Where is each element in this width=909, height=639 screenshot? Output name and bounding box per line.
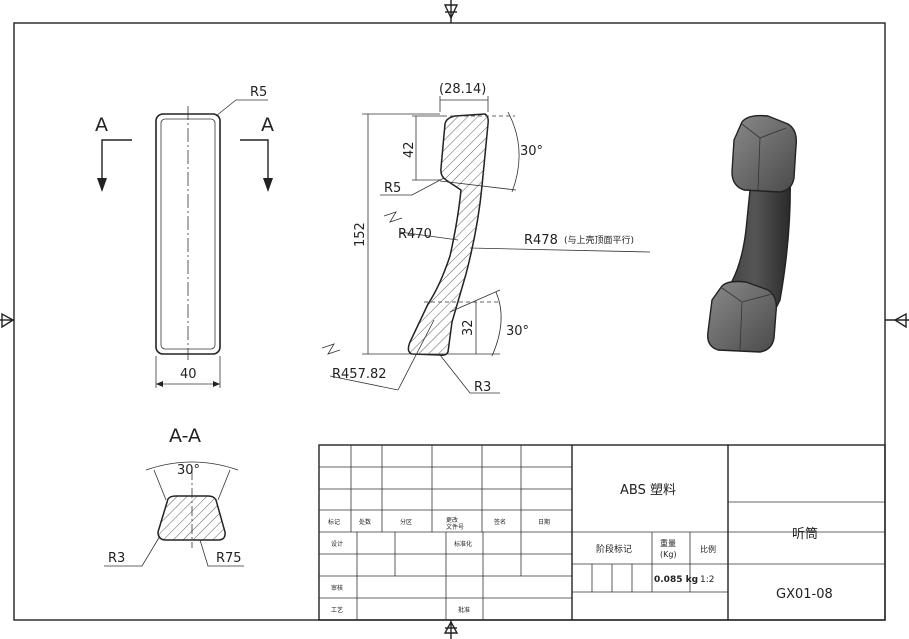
side-bottom-outer-radius-label: R457.82: [332, 367, 387, 382]
revision-header-signature: 签名: [494, 518, 506, 526]
section-view: A-A 30° R3 R75: [104, 425, 244, 567]
side-view: (28.14) 42 30° R5 152 R470 R478 (与上壳顶面平行…: [321, 82, 651, 395]
section-title: A-A: [169, 425, 201, 447]
side-top-height-label: 42: [402, 141, 417, 158]
front-width-label: 40: [180, 367, 197, 382]
side-outer-radius-label: R478: [524, 233, 558, 248]
side-top-radius-label: R5: [384, 181, 401, 196]
standardization-label: 标准化: [454, 540, 472, 548]
weight-label: 重量: [660, 538, 676, 548]
title-block: 标记 处数 分区 更改文件号 签名 日期 设计 标准化 审核 工艺 批准 ABS…: [318, 444, 886, 621]
weight-value: 0.085 kg: [654, 575, 698, 585]
side-overall-height-label: 152: [353, 222, 368, 247]
process-label: 工艺: [331, 606, 343, 614]
scale-value: 1:2: [700, 575, 714, 585]
scale-label: 比例: [700, 544, 716, 554]
side-top-angle-label: 30°: [520, 144, 543, 159]
stage-label: 阶段标记: [596, 543, 632, 555]
revision-header-mark: 标记: [328, 518, 340, 526]
revision-header-count: 处数: [359, 518, 371, 526]
section-angle-label: 30°: [177, 463, 200, 478]
section-large-radius-label: R75: [216, 551, 242, 566]
front-view: R5 40 A A: [95, 85, 274, 388]
revision-header-zone: 分区: [400, 518, 412, 526]
side-outer-radius-note: (与上壳顶面平行): [564, 234, 634, 246]
section-profile: [157, 495, 226, 541]
section-small-radius-label: R3: [108, 551, 125, 566]
material-label: ABS 塑料: [620, 483, 676, 498]
drawing-number: GX01-08: [776, 587, 833, 602]
handset-3d-render: [707, 114, 798, 353]
section-mark-right: A: [261, 114, 274, 136]
side-bottom-radius-label: R3: [474, 380, 491, 395]
weight-unit: (Kg): [660, 550, 677, 559]
side-top-width-label: (28.14): [439, 82, 486, 97]
revision-header-change-doc: 更改文件号: [446, 516, 464, 531]
side-inner-radius-label: R470: [398, 227, 432, 242]
side-bottom-height-label: 32: [461, 319, 476, 336]
side-bottom-angle-label: 30°: [506, 324, 529, 339]
check-label: 审核: [331, 584, 343, 592]
design-label: 设计: [331, 540, 343, 548]
revision-header-date: 日期: [538, 518, 550, 526]
part-name: 听筒: [792, 526, 818, 542]
approve-label: 批准: [458, 606, 470, 614]
front-radius-label: R5: [250, 85, 267, 100]
section-mark-left: A: [95, 114, 108, 136]
